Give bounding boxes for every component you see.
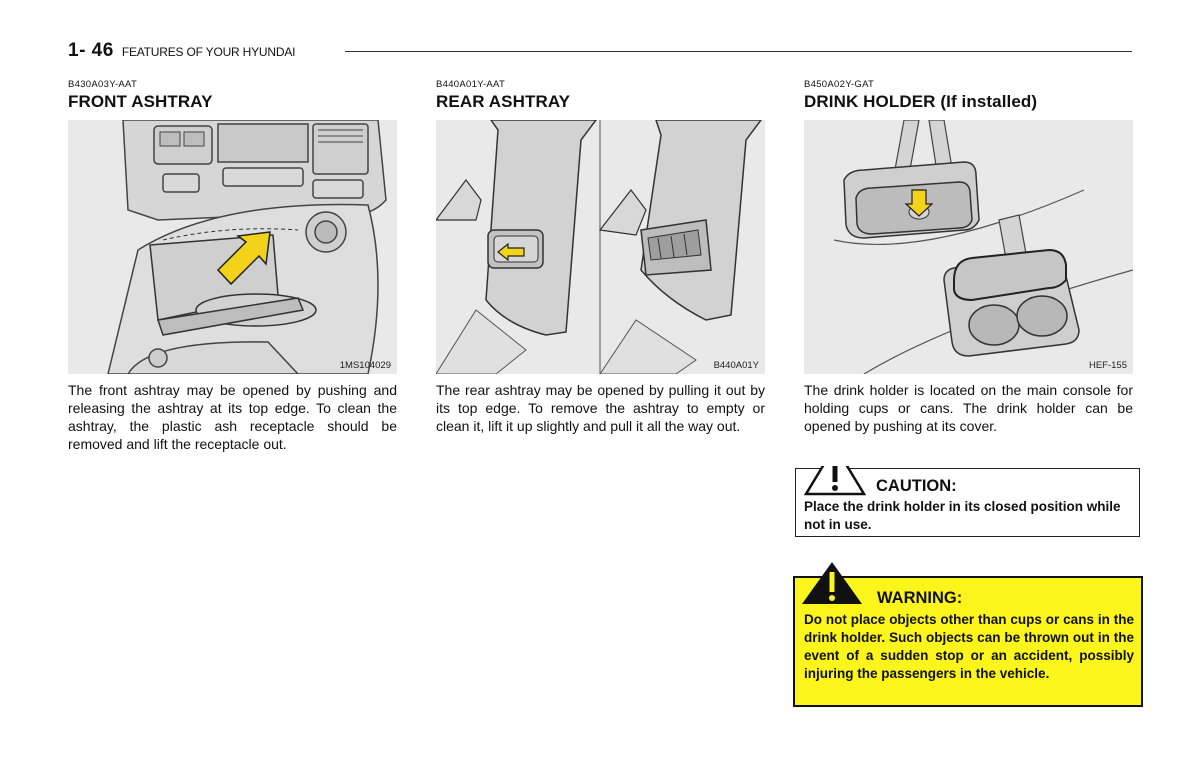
rear-ashtray-code: B440A01Y-AAT [436,79,506,90]
rear-ashtray-section: B440A01Y-AAT REAR ASHTRAY B440A01Y The r… [436,79,765,435]
warning-title: WARNING: [877,589,963,607]
front-ashtray-code: B430A03Y-AAT [68,79,138,90]
rear-ashtray-heading: REAR ASHTRAY [436,92,571,111]
rear-ashtray-illustration: B440A01Y [436,120,765,374]
front-ashtray-text: The front ashtray may be opened by pushi… [68,382,397,452]
caution-title: CAUTION: [876,477,957,495]
caution-triangle-icon [803,443,867,501]
rear-ashtray-text: The rear ashtray may be opened by pullin… [436,382,765,434]
warning-text: Do not place objects other than cups or … [804,612,1134,681]
front-ashtray-section: B430A03Y-AAT FRONT ASHTRAY [68,79,397,453]
section-title: FEATURES OF YOUR HYUNDAI [121,45,296,59]
header-rule [345,51,1132,52]
front-ashtray-figure-code: 1MS104029 [339,360,391,371]
page-number: 1- 46 [68,40,114,61]
caution-text: Place the drink holder in its closed pos… [804,499,1121,532]
drink-holder-heading: DRINK HOLDER (If installed) [804,92,1038,111]
front-ashtray-illustration: 1MS104029 [68,120,397,374]
drink-holder-illustration: HEF-155 [804,120,1133,374]
rear-ashtray-figure-code: B440A01Y [713,360,759,371]
page-header: 1- 46 FEATURES OF YOUR HYUNDAI [68,40,295,62]
drink-holder-figure-code: HEF-155 [1088,360,1127,371]
warning-box: WARNING: Do not place objects other than… [793,562,1143,707]
warning-triangle-icon [800,562,864,611]
caution-box: CAUTION: Place the drink holder in its c… [795,443,1140,537]
drink-holder-code: B450A02Y-GAT [804,79,875,90]
drink-holder-section: B450A02Y-GAT DRINK HOLDER (If installed)… [804,79,1133,435]
front-ashtray-heading: FRONT ASHTRAY [68,92,213,111]
drink-holder-text: The drink holder is located on the main … [804,382,1133,434]
